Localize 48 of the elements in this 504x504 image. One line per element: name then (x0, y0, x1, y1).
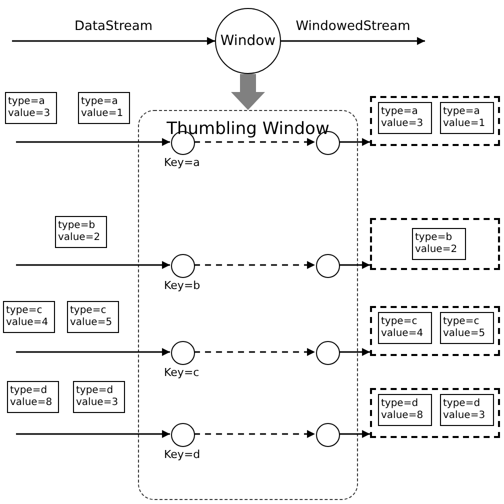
arrow (16, 348, 170, 356)
edge-label: WindowedStream (296, 19, 410, 34)
record-box: type=d value=3 (440, 394, 494, 426)
record-box: type=c value=4 (3, 301, 55, 333)
key-circle (316, 341, 340, 365)
key-label: Key=d (164, 448, 200, 461)
arrow (16, 138, 170, 146)
record-box: type=d value=3 (73, 381, 125, 413)
record-box: type=a value=1 (440, 102, 494, 134)
record-box: type=b value=2 (412, 228, 466, 260)
record-box: type=c value=4 (378, 312, 432, 344)
key-circle (171, 254, 195, 278)
frame-title: Thumbling Window (166, 119, 330, 139)
window-output-box (370, 96, 500, 146)
dashed-arrow (194, 430, 315, 438)
key-label: Key=b (164, 279, 200, 292)
arrow (339, 348, 370, 356)
key-circle (171, 423, 195, 447)
window-output-box (370, 218, 500, 270)
arrow (339, 138, 370, 146)
key-circle (316, 254, 340, 278)
record-box: type=d value=8 (7, 381, 59, 413)
window-circle: Window (215, 8, 281, 74)
key-label: Key=c (164, 366, 200, 379)
arrow (12, 37, 215, 45)
key-label: Key=a (164, 156, 200, 169)
block-arrow (231, 74, 265, 110)
arrow (16, 261, 170, 269)
arrow (339, 261, 370, 269)
record-box: type=c value=5 (67, 301, 119, 333)
edge-label: DataStream (74, 19, 153, 34)
record-box: type=a value=1 (78, 92, 130, 124)
key-circle (316, 423, 340, 447)
dashed-arrow (194, 261, 315, 269)
window-output-box (370, 306, 500, 356)
dashed-arrow (194, 348, 315, 356)
record-box: type=b value=2 (55, 216, 107, 248)
window-output-box (370, 388, 500, 438)
dashed-arrow (194, 138, 315, 146)
record-box: type=a value=3 (5, 92, 57, 124)
key-circle (171, 341, 195, 365)
record-box: type=a value=3 (378, 102, 432, 134)
arrow (339, 430, 370, 438)
arrow (281, 37, 425, 45)
record-box: type=d value=8 (378, 394, 432, 426)
arrow (16, 430, 170, 438)
record-box: type=c value=5 (440, 312, 494, 344)
window-frame (138, 110, 358, 500)
